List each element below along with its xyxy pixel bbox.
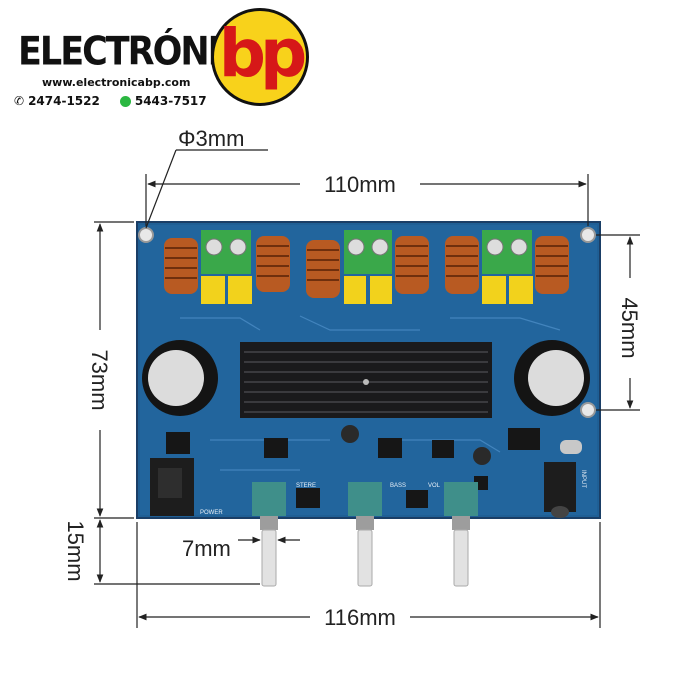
dimension-labels: Φ3mm 110mm 73mm 45mm 15mm 7mm 116mm [63,126,642,630]
silk-bass: BASS [390,483,406,489]
contact-row: ✆ 2474-1522 5443-7517 [14,94,207,108]
brand-url: www.electronicabp.com [42,76,191,89]
power-jack [150,458,194,516]
silk-vol: VOL [428,483,441,489]
capacitor-right [514,340,590,416]
dim-knob-offset: 7mm [182,536,231,561]
phone-number: 2474-1522 [28,94,100,108]
silk-stereo: STERE [296,483,316,489]
store-header: ELECTRÓNICA www.electronicabp.com ✆ 2474… [0,0,700,115]
dim-hole-diameter: Φ3mm [178,126,244,151]
whatsapp-icon [119,95,131,107]
dim-height-total: 73mm [87,349,112,410]
dim-width-top: 110mm [324,172,396,197]
mounting-holes [138,227,596,418]
logo-circle [211,8,309,106]
silk-power: POWER [200,510,223,516]
dim-hole-spacing: 45mm [617,297,642,358]
dim-width-bottom: 116mm [324,605,396,630]
output-channel-center [306,230,429,304]
potentiometer-bass [348,482,382,587]
output-channel-left [164,230,290,304]
capacitor-left [142,340,218,416]
silk-input: INPUT [580,470,586,488]
heatsink [240,342,492,418]
output-channel-right [445,230,569,304]
potentiometer-stereo [252,482,286,587]
logo-text: bp [218,15,308,92]
whatsapp-number: 5443-7517 [134,94,207,108]
silkscreen-labels: POWER STERE BASS VOL INPUT [200,470,586,516]
phone-icon: ✆ [14,94,25,108]
dim-knob-height: 15mm [63,520,88,581]
audio-input-jack [544,462,576,518]
potentiometer-vol [444,482,478,587]
dimension-lines [94,149,640,628]
